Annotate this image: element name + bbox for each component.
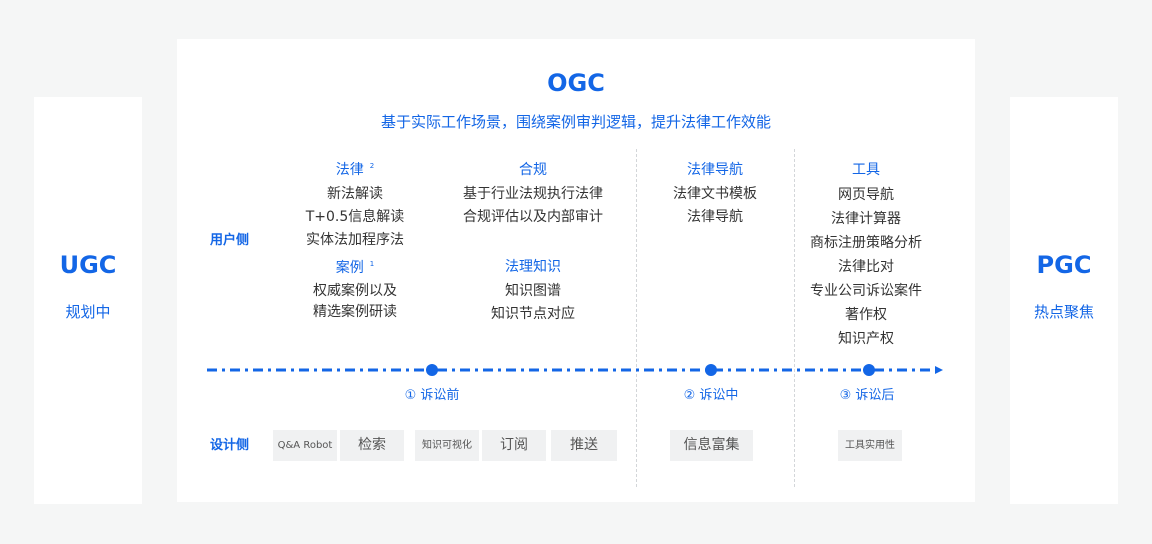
cases-heading: 案例 1 — [285, 257, 425, 277]
stage-label-pre: ① 诉讼前 — [404, 388, 460, 403]
timeline — [207, 364, 943, 376]
law-heading: 法律 2 — [285, 159, 425, 179]
law-footnote: 2 — [369, 162, 375, 171]
ogc-panel: OGC 基于实际工作场景，围绕案例审判逻辑，提升法律工作效能 用户侧 设计侧 法… — [177, 39, 975, 502]
ugc-subtitle: 规划中 — [65, 303, 111, 321]
legal-nav-heading: 法律导航 — [687, 162, 743, 178]
tools-heading: 工具 — [852, 162, 880, 178]
pgc-panel: PGC 热点聚焦 — [1010, 97, 1118, 504]
law-group: 法律 2 新法解读 T+0.5信息解读 实体法加程序法 — [285, 159, 425, 252]
stage-label-post: ③ 诉讼后 — [839, 388, 895, 403]
list-item: 权威案例以及 — [313, 283, 397, 299]
list-item: T+0.5信息解读 — [305, 209, 405, 225]
ugc-title: UGC — [59, 251, 117, 279]
list-item: 新法解读 — [327, 186, 383, 202]
design-tag-search: 检索 — [340, 430, 404, 461]
list-item: 合规评估以及内部审计 — [463, 209, 603, 225]
timeline-node — [705, 364, 717, 376]
list-item: 商标注册策略分析 — [810, 235, 922, 251]
list-item: 知识产权 — [838, 331, 894, 347]
timeline-node — [863, 364, 875, 376]
list-item: 法律比对 — [838, 259, 894, 275]
list-item: 专业公司诉讼案件 — [810, 283, 922, 299]
ogc-title: OGC — [547, 69, 605, 97]
list-item: 实体法加程序法 — [306, 232, 404, 248]
list-item: 基于行业法规执行法律 — [463, 186, 603, 202]
compliance-heading: 合规 — [519, 162, 547, 178]
compliance-group: 合规 基于行业法规执行法律 合规评估以及内部审计 — [443, 159, 623, 229]
legal-knowledge-group: 法理知识 知识图谱 知识节点对应 — [443, 256, 623, 326]
list-item: 知识图谱 — [505, 283, 561, 299]
design-tag-enrichment: 信息富集 — [670, 430, 753, 461]
list-item: 法律计算器 — [831, 211, 901, 227]
list-item: 法律导航 — [687, 209, 743, 225]
design-side-label: 设计侧 — [210, 438, 250, 453]
list-item: 著作权 — [845, 307, 887, 323]
timeline-arrow-icon — [935, 366, 943, 374]
law-heading-text: 法律 — [335, 162, 364, 178]
user-side-label: 用户侧 — [210, 233, 250, 248]
design-tag-tool-utility: 工具实用性 — [838, 430, 902, 461]
design-tag-visualization: 知识可视化 — [415, 430, 479, 461]
design-tag-push: 推送 — [551, 430, 617, 461]
list-item: 法律文书模板 — [673, 186, 757, 202]
design-tag-qa-robot: Q&A Robot — [273, 430, 337, 461]
tools-group: 工具 网页导航 法律计算器 商标注册策略分析 法律比对 专业公司诉讼案件 著作权… — [795, 159, 937, 351]
cases-heading-text: 案例 — [335, 260, 364, 276]
list-item: 知识节点对应 — [491, 306, 575, 322]
list-item: 精选案例研读 — [313, 304, 397, 320]
stage-divider — [636, 149, 637, 487]
ogc-subtitle: 基于实际工作场景，围绕案例审判逻辑，提升法律工作效能 — [380, 113, 771, 131]
design-tag-subscribe: 订阅 — [482, 430, 546, 461]
stage-divider — [794, 149, 795, 487]
cases-group: 案例 1 权威案例以及 精选案例研读 — [285, 257, 425, 323]
pgc-title: PGC — [1036, 251, 1092, 279]
timeline-node — [426, 364, 438, 376]
list-item: 网页导航 — [838, 187, 894, 203]
pgc-subtitle: 热点聚焦 — [1033, 303, 1094, 321]
ugc-panel: UGC 规划中 — [34, 97, 142, 504]
legal-nav-group: 法律导航 法律文书模板 法律导航 — [645, 159, 785, 229]
cases-footnote: 1 — [369, 260, 375, 269]
legal-knowledge-heading: 法理知识 — [505, 259, 561, 275]
stage-label-during: ② 诉讼中 — [683, 388, 739, 403]
